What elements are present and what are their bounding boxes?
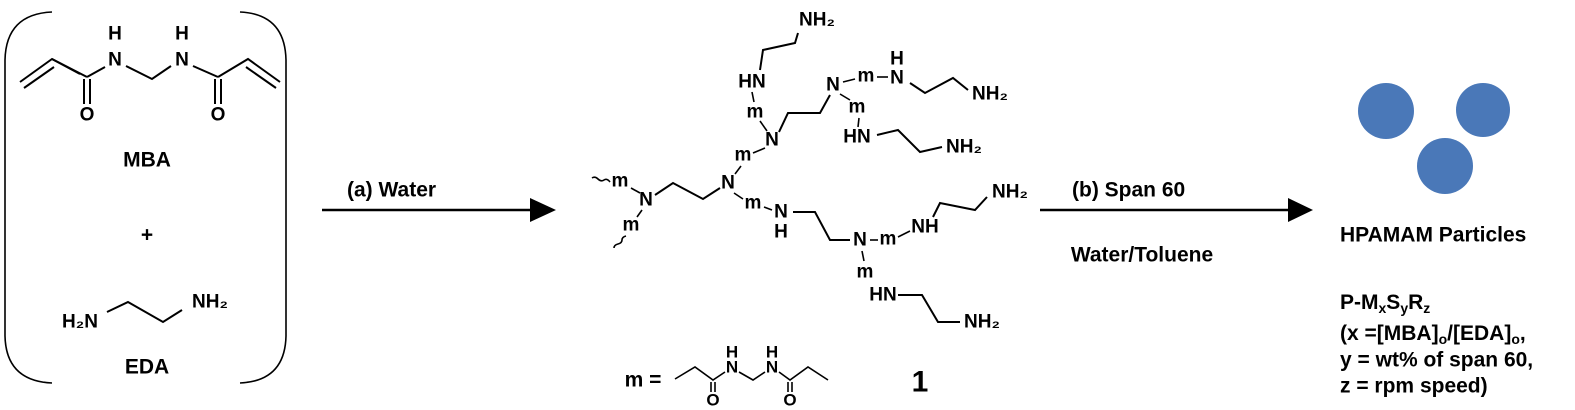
atom-n: N [826,75,840,96]
m-atom-h: H [726,343,738,362]
m-atom-o: O [783,391,796,410]
network-bonds [591,32,988,323]
atom-h: H [774,222,788,243]
atom-nh2: NH₂ [964,312,1000,333]
step-a-label: (a) Water [347,179,436,202]
m-atom-n: N [726,358,738,377]
atom-m: m [857,262,874,283]
atom-n: N [765,130,779,151]
step-b-label: (b) Span 60 [1072,179,1185,202]
step-b-solvent: Water/Toluene [1071,244,1213,267]
mba-label: MBA [123,149,171,172]
mba-atom-n: N [108,50,122,71]
atom-n: N [774,202,788,223]
atom-m: m [747,102,764,123]
m-atom-o: O [706,391,719,410]
mba-atom-o: O [80,105,95,126]
reaction-arrow-a [322,198,556,222]
m-atom-h: H [766,343,778,362]
atom-nh: NH [911,217,938,238]
atom-m: m [623,215,640,236]
atom-h: H [890,49,904,70]
atom-m: m [612,171,629,192]
m-atom-n: N [766,358,778,377]
atom-hn: HN [843,127,870,148]
particle-circle [1456,83,1510,137]
m-definition-label: m = [625,369,662,392]
atom-n: N [721,173,735,194]
particles [1358,83,1510,194]
mba-atom-o: O [211,105,226,126]
atom-nh2: NH₂ [972,84,1008,105]
result-y-definition: y = wt% of span 60, [1340,349,1533,372]
atom-nh2: NH₂ [946,137,982,158]
eda-label: EDA [125,356,169,379]
particle-circle [1358,83,1414,139]
reactant-brackets [4,11,287,384]
mba-atom-h: H [108,24,122,45]
network-atoms: NH₂ HN m N m N m N m N m H N NH₂ m HN NH… [612,10,1028,333]
atom-n: N [890,68,904,89]
plus-sign: + [141,224,153,247]
result-z-definition: z = rpm speed) [1340,375,1488,398]
eda-atom-nh2: NH₂ [192,292,228,313]
atom-n: N [639,190,653,211]
eda-structure: H₂N NH₂ [62,292,228,333]
particle-circle [1417,138,1473,194]
mba-atom-h: H [175,24,189,45]
atom-m: m [849,97,866,118]
m-linker-structure: H N H N O O [674,343,829,410]
atom-n: N [853,230,867,251]
eda-atom-h2n: H₂N [62,312,98,333]
atom-hn: HN [738,72,765,93]
result-x-definition: (x =[MBA]o/[EDA]o, [1340,322,1526,348]
atom-nh2: NH₂ [992,182,1028,203]
reaction-arrow-b [1040,198,1313,222]
atom-m: m [858,66,875,87]
result-formula: P-MxSyRz [1340,291,1430,317]
compound-number: 1 [912,366,929,399]
result-title: HPAMAM Particles [1340,224,1526,247]
atom-m: m [735,145,752,166]
atom-m: m [745,193,762,214]
mba-structure: H N H N O O [19,24,281,126]
atom-m: m [880,229,897,250]
mba-atom-n: N [175,50,189,71]
atom-hn: HN [869,285,896,306]
atom-nh2: NH₂ [799,10,835,31]
